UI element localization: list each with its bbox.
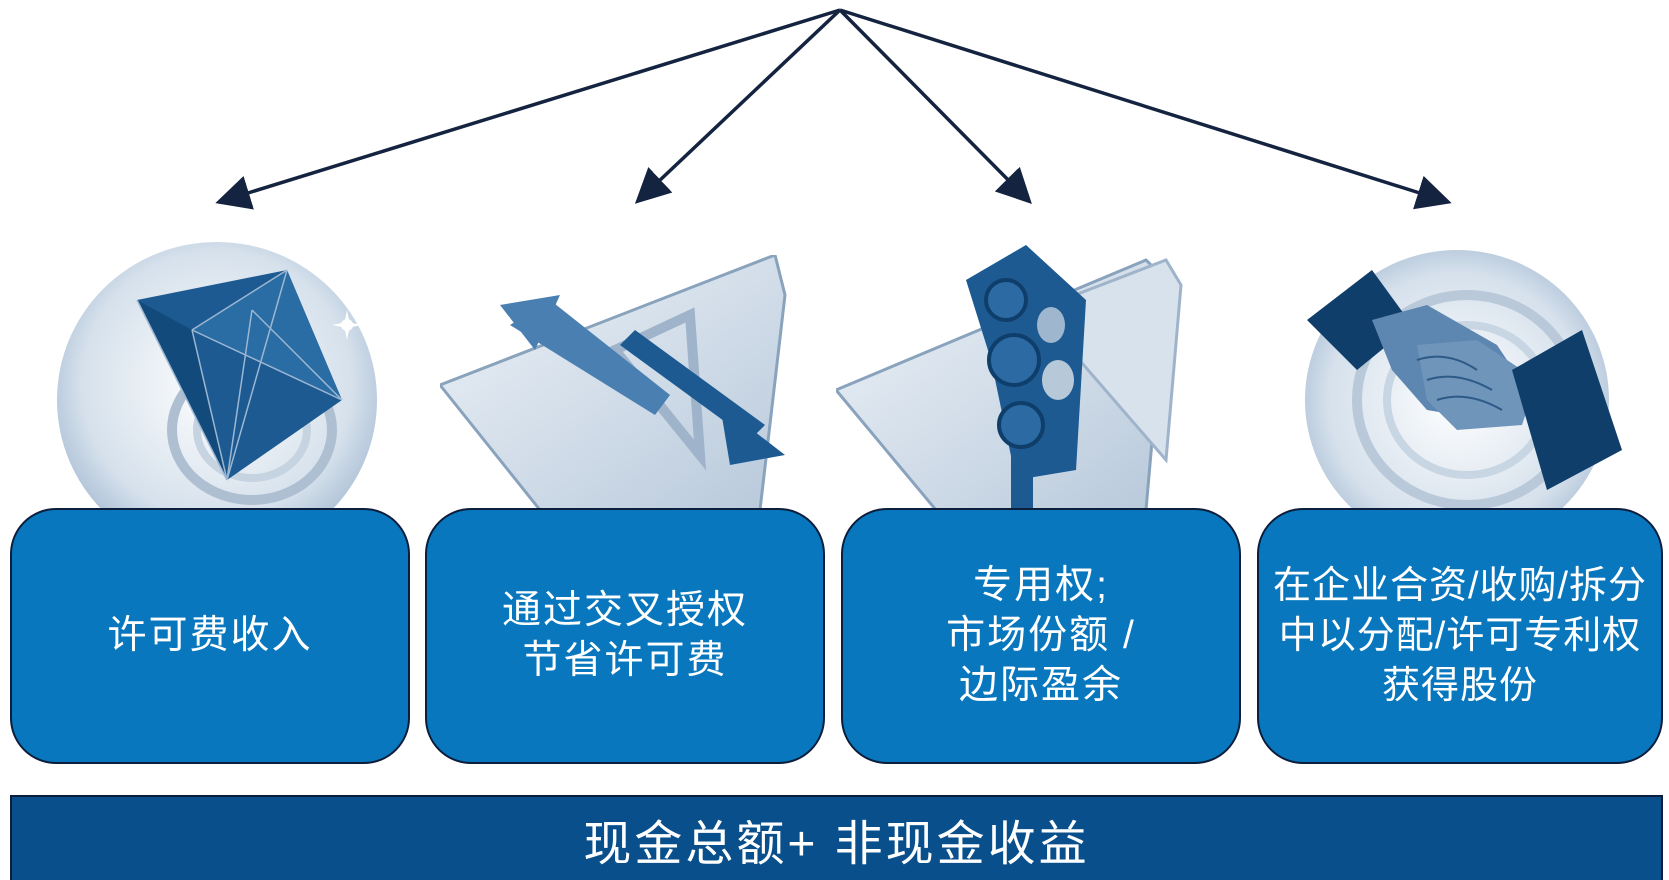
card-text-line: 专用权; (973, 564, 1109, 607)
card-text-line: 中以分配/许可专利权 (1278, 615, 1642, 657)
arrow-to-cross-license (634, 8, 842, 204)
crossing-arrows-sign-icon (440, 255, 787, 510)
diamond-icon (57, 242, 377, 510)
card-text-line: 市场份额 / (946, 614, 1136, 657)
equity-share-card: 在企业合资/收购/拆分 中以分配/许可专利权 获得股份 (1257, 508, 1663, 764)
card-text-line: 在企业合资/收购/拆分 (1272, 565, 1648, 607)
card-text-line: 通过交叉授权 (501, 589, 748, 632)
arrow-to-license-income (215, 8, 841, 210)
license-income-card: 许可费收入 (10, 508, 410, 764)
card-text-line: 边际盈余 (958, 664, 1123, 707)
card-text-line: 获得股份 (1381, 665, 1538, 707)
arrow-to-exclusive-rights (838, 8, 1032, 204)
arrow-to-equity (839, 8, 1452, 210)
cross-license-savings-card: 通过交叉授权 节省许可费 (425, 508, 825, 764)
card-text-line: 节省许可费 (522, 639, 728, 682)
handshake-icon (1305, 250, 1622, 510)
traffic-light-icon (836, 245, 1183, 510)
exclusive-rights-card: 专用权; 市场份额 / 边际盈余 (841, 508, 1241, 764)
total-benefit-label: 现金总额+ 非现金收益 (583, 817, 1090, 871)
total-benefit-bar: 现金总额+ 非现金收益 (10, 795, 1663, 880)
card-text-line: 许可费收入 (107, 614, 313, 657)
